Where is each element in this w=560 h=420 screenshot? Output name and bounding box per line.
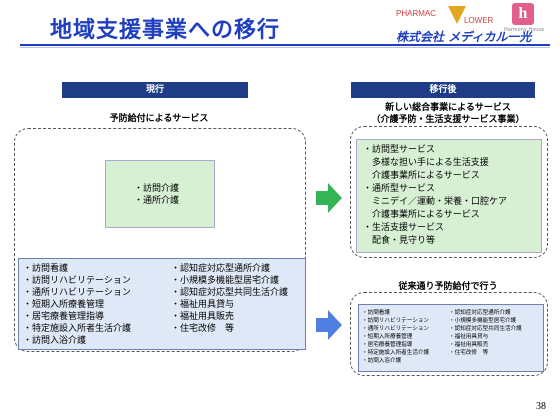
- page-title: 地域支援事業への移行: [50, 18, 281, 43]
- harmony-house-logo-icon: h: [512, 3, 534, 25]
- current-green-box: ・訪問介護 ・通所介護: [105, 160, 215, 228]
- title-divider-light: [20, 47, 550, 48]
- current-blue-left-list: ・訪問看護 ・訪問リハビリテーション ・通所リハビリテーション ・短期入所療養管…: [23, 263, 131, 347]
- list-item: ・福祉用具販売: [171, 312, 235, 322]
- green-arrow-icon: [316, 183, 342, 213]
- list-item: 介護事業所によるサービス: [363, 210, 480, 220]
- after-label2: 従来通り予防給付で行う: [398, 282, 498, 292]
- list-item: ・訪問介護: [134, 184, 180, 194]
- after-blue-left-list: ・訪問看護 ・訪問リハビリテーション ・通所リハビリテーション ・短期入所療養管…: [362, 309, 429, 365]
- list-item: ・訪問看護: [23, 264, 69, 274]
- list-item: ・認知症対応型共同生活介護: [171, 288, 289, 298]
- list-item: ・住宅改修 等: [171, 324, 235, 334]
- page-number: 38: [536, 401, 546, 412]
- list-item: ・訪問入浴介護: [23, 336, 87, 346]
- list-item: ・通所リハビリテーション: [362, 326, 430, 332]
- list-item: ・小規模多機能型居宅介護: [171, 276, 280, 286]
- list-item: ・訪問リハビリテーション: [362, 318, 430, 324]
- company-name: 株式会社 メディカル一光: [396, 30, 532, 44]
- list-item: ・訪問型サービス: [363, 145, 436, 155]
- logo-flower-text: LOWER: [464, 16, 494, 25]
- after-label-line1: 新しい総合事業によるサービス: [385, 103, 511, 113]
- after-green-list: ・訪問型サービス 多様な担い手による生活支援 介護事業所によるサービス ・通所型…: [363, 144, 507, 248]
- list-item: ・住宅改修 等: [449, 350, 489, 356]
- list-item: ・小規模多機能型居宅介護: [449, 318, 517, 324]
- list-item: ・認知症対応型通所介護: [171, 264, 271, 274]
- after-blue-right-list: ・認知症対応型通所介護 ・小規模多機能型居宅介護 ・認知症対応型共同生活介護 ・…: [449, 309, 522, 357]
- current-header: 現行: [62, 82, 248, 98]
- after-green-box: ・訪問型サービス 多様な担い手による生活支援 介護事業所によるサービス ・通所型…: [356, 139, 542, 253]
- flower-logo-icon: [448, 6, 466, 24]
- list-item: ・短期入所療養管理: [362, 334, 413, 340]
- list-item: ・居宅療養管理指導: [362, 342, 413, 348]
- after-header: 移行後: [351, 82, 535, 98]
- list-item: ・短期入所療養管理: [23, 300, 105, 310]
- current-container: [14, 128, 306, 352]
- after-label-line2: （介護予防・生活支援サービス事業）: [371, 115, 525, 125]
- current-label: 予防給付によるサービス: [109, 114, 209, 124]
- list-item: ・特定施設入所者生活介護: [23, 324, 132, 334]
- list-item: ミニデイ／運動・栄養・口腔ケア: [363, 197, 508, 207]
- logo-harmony-text: Harmony House: [504, 27, 545, 33]
- list-item: ・認知症対応型共同生活介護: [449, 326, 522, 332]
- list-item: ・訪問看護: [362, 310, 390, 316]
- list-item: 配食・見守り等: [363, 236, 436, 246]
- current-green-list: ・訪問介護 ・通所介護: [134, 183, 179, 207]
- list-item: ・訪問リハビリテーション: [23, 276, 131, 286]
- current-blue-right-list: ・認知症対応型通所介護 ・小規模多機能型居宅介護 ・認知症対応型共同生活介護 ・…: [171, 263, 288, 335]
- after-blue-box: ・訪問看護 ・訪問リハビリテーション ・通所リハビリテーション ・短期入所療養管…: [358, 304, 544, 372]
- list-item: ・通所型サービス: [363, 184, 436, 194]
- list-item: ・特定施設入所者生活介護: [362, 350, 430, 356]
- list-item: ・居宅療養管理指導: [23, 312, 105, 322]
- logo-pharmacy-text: PHARMAC: [396, 9, 437, 18]
- after-container-2: [350, 292, 548, 376]
- list-item: ・通所リハビリテーション: [23, 288, 131, 298]
- list-item: 多様な担い手による生活支援: [363, 158, 489, 168]
- list-item: ・通所介護: [134, 196, 180, 206]
- list-item: ・訪問入浴介護: [362, 358, 402, 364]
- blue-arrow-icon: [316, 310, 342, 340]
- list-item: ・福祉用具貸与: [449, 334, 489, 340]
- list-item: ・生活支援サービス: [363, 223, 445, 233]
- title-divider: [20, 44, 550, 46]
- current-blue-box: ・訪問看護 ・訪問リハビリテーション ・通所リハビリテーション ・短期入所療養管…: [18, 258, 306, 350]
- list-item: 介護事業所によるサービス: [363, 171, 480, 181]
- after-container: [350, 126, 548, 258]
- list-item: ・認知症対応型通所介護: [449, 310, 511, 316]
- list-item: ・福祉用具販売: [449, 342, 489, 348]
- list-item: ・福祉用具貸与: [171, 300, 235, 310]
